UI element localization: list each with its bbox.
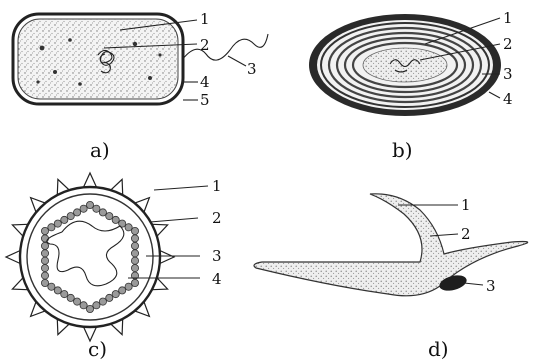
capsomere	[80, 205, 87, 212]
panel-a-label-4: 4	[200, 73, 210, 91]
panel-a-label-2: 2	[200, 36, 210, 54]
capsomere	[131, 279, 138, 286]
capsomere	[93, 205, 100, 212]
panel-a-bacterium: 1 2 3 4 5 a)	[13, 10, 268, 162]
capsomere	[41, 227, 48, 234]
capsomere	[112, 291, 119, 298]
panel-c-label-3: 3	[212, 247, 222, 265]
capsomere	[131, 242, 138, 249]
panel-b-label-3: 3	[503, 65, 513, 83]
capsomere	[131, 227, 138, 234]
capsomere	[41, 265, 48, 272]
panel-b-label-2: 2	[503, 35, 513, 53]
panel-c-leader-2	[150, 218, 198, 222]
capsomere	[99, 209, 106, 216]
capsomere	[41, 257, 48, 264]
panel-d-caption: d)	[428, 337, 449, 361]
capsomere	[54, 287, 61, 294]
capsomere	[106, 213, 113, 220]
capsomere	[93, 302, 100, 309]
capsomere	[67, 213, 74, 220]
panel-b-leader-4	[489, 92, 500, 98]
capsomere	[74, 209, 81, 216]
cell-b-center-region	[363, 48, 447, 82]
panel-b-label-1: 1	[503, 9, 513, 27]
capsomere	[80, 302, 87, 309]
capsomere	[54, 220, 61, 227]
panel-c-label-4: 4	[212, 270, 222, 288]
capsomere	[48, 224, 55, 231]
capsomere	[119, 287, 126, 294]
capsomere	[86, 201, 93, 208]
panel-c-label-1: 1	[212, 177, 222, 195]
capsomere	[131, 250, 138, 257]
capsomere	[74, 298, 81, 305]
bacterium-flagellum	[182, 34, 268, 60]
capsomere	[131, 257, 138, 264]
capsomere	[112, 216, 119, 223]
capsomere	[41, 235, 48, 242]
panel-a-leader-3	[228, 56, 246, 66]
panel-c-virus: 1 2 3 4 c)	[6, 173, 222, 361]
panel-d-label-1: 1	[461, 196, 471, 214]
panel-d-label-2: 2	[461, 225, 471, 243]
capsomere	[99, 298, 106, 305]
bacterium-cytoplasm	[18, 19, 178, 99]
capsomere	[131, 265, 138, 272]
panel-a-caption: a)	[90, 138, 110, 162]
capsomere	[125, 224, 132, 231]
capsomere	[106, 294, 113, 301]
capsomere	[41, 250, 48, 257]
panel-c-label-2: 2	[212, 209, 222, 227]
capsomere	[41, 242, 48, 249]
panel-d-label-3: 3	[486, 277, 496, 295]
capsomere	[48, 283, 55, 290]
capsomere	[86, 305, 93, 312]
capsomere	[131, 235, 138, 242]
panel-b-label-4: 4	[503, 90, 513, 108]
panel-d-leader-3	[464, 283, 483, 285]
capsomere	[125, 283, 132, 290]
panel-b-caption: b)	[392, 138, 413, 162]
panel-c-leader-1	[154, 186, 208, 190]
capsomere	[61, 291, 68, 298]
capsomere	[67, 294, 74, 301]
capsomere	[41, 279, 48, 286]
capsomere	[61, 216, 68, 223]
panel-a-label-3: 3	[247, 60, 257, 78]
panel-a-label-5: 5	[200, 91, 210, 109]
capsomere	[41, 272, 48, 279]
panel-d-branched-cell: 1 2 3 d)	[254, 194, 528, 361]
panel-a-label-1: 1	[200, 10, 210, 28]
panel-b-layered-cell: 1 2 3 4 b)	[309, 9, 513, 162]
panel-c-caption: c)	[88, 337, 107, 361]
